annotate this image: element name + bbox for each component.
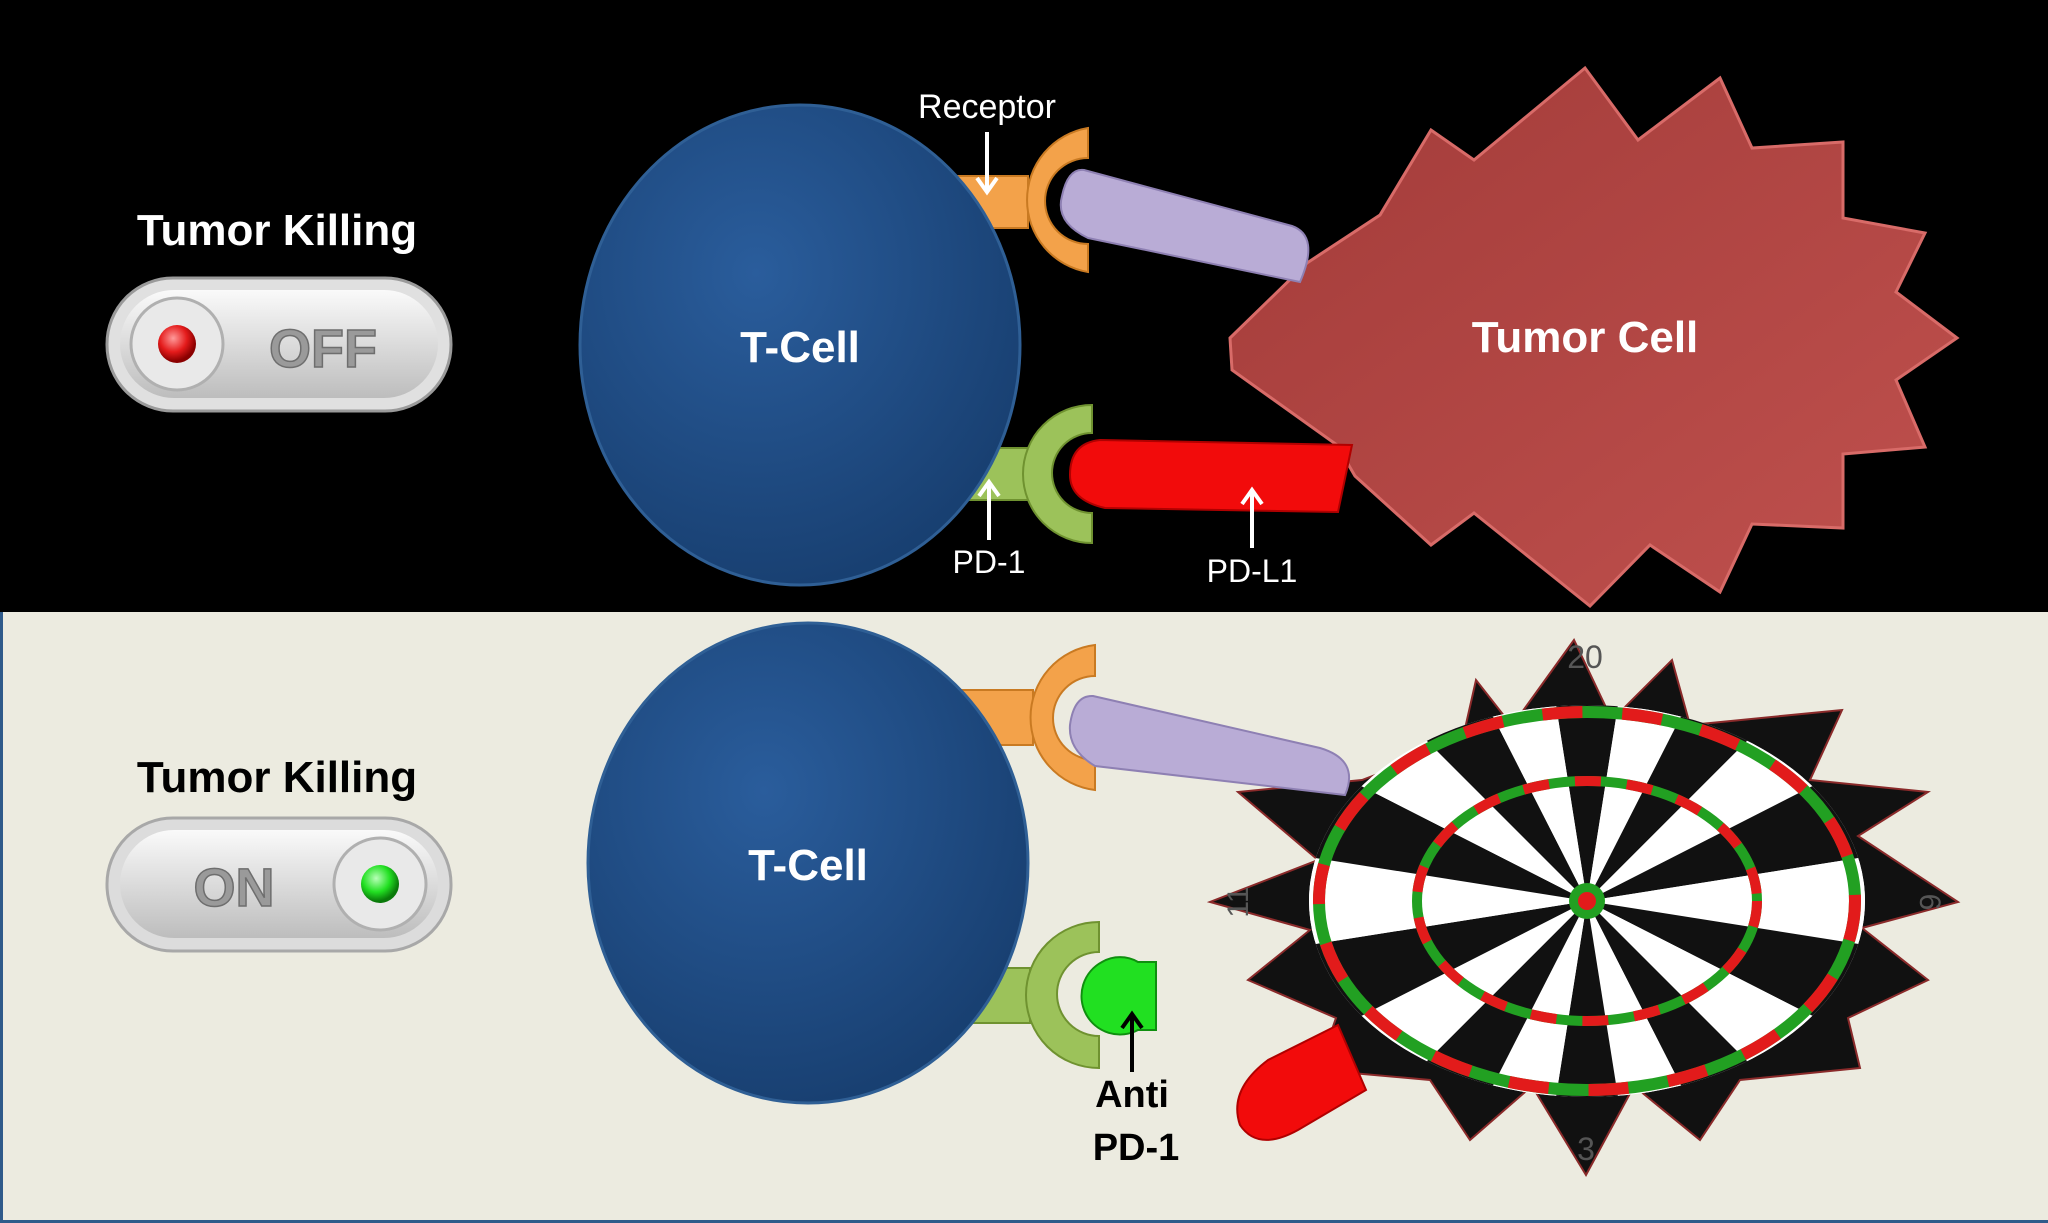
bottom-t-cell-label: T-Cell <box>748 841 868 890</box>
top-status-title: Tumor Killing <box>137 206 417 255</box>
pdl1-label: PD-L1 <box>1207 553 1298 589</box>
bottom-status-title: Tumor Killing <box>137 753 417 802</box>
dartboard-wedge <box>1587 705 1724 901</box>
purple-ligand <box>1059 168 1310 284</box>
bottom-t-cell <box>586 621 1030 1105</box>
anti-pd1-arrow-icon <box>1120 1010 1144 1072</box>
dartboard-wedge <box>1540 705 1634 901</box>
top-t-cell <box>578 103 1022 587</box>
dartboard-wedge <box>1374 705 1587 901</box>
pd1-label: PD-1 <box>953 544 1026 580</box>
bottom-panel: Tumor Killing ON 20 6 3 11 <box>105 621 1961 1178</box>
dartboard-wedge <box>1587 901 1800 1097</box>
anti-pd1-antibody <box>1080 956 1157 1036</box>
pdl1-arrow-icon <box>1240 486 1264 548</box>
displaced-pdl1-ligand <box>1236 1023 1368 1141</box>
receptor-label: Receptor <box>918 88 1056 126</box>
dartboard-wedge <box>1587 901 1724 1097</box>
dartboard-number-left: 11 <box>1222 886 1255 917</box>
dartboard-wedge <box>1309 854 1587 948</box>
dartboard-number-right: 6 <box>1913 894 1946 911</box>
dartboard-wedge <box>1540 901 1634 1097</box>
dartboard-wedge <box>1587 705 1800 901</box>
tumor-cell-shape <box>1228 65 1960 609</box>
dartboard-wedge <box>1374 901 1587 1097</box>
dartboard-number-top: 20 <box>1567 639 1603 675</box>
top-panel: Tumor Killing OFF T-Cell Tumor C <box>105 65 1960 609</box>
dartboard-number-bottom: 3 <box>1577 1131 1595 1167</box>
bottom-switch-label: ON <box>194 858 275 918</box>
receptor-arrow-icon <box>975 132 999 196</box>
dartboard-wedge <box>1450 705 1587 901</box>
anti-pd1-label-line1: Anti <box>1095 1074 1169 1116</box>
bottom-toggle-switch[interactable]: ON <box>105 816 453 953</box>
anti-pd1-label-line2: PD-1 <box>1093 1127 1180 1169</box>
top-toggle-switch[interactable]: OFF <box>105 276 453 413</box>
top-t-cell-label: T-Cell <box>740 323 860 372</box>
top-switch-label: OFF <box>269 319 377 379</box>
pdl1-ligand <box>1068 438 1354 514</box>
tumor-cell-label: Tumor Cell <box>1472 313 1699 362</box>
dartboard-wedge <box>1587 854 1865 948</box>
pd1-arrow-icon <box>977 478 1001 540</box>
bottom-purple-ligand <box>1068 694 1350 797</box>
dartboard-wedge <box>1450 901 1587 1097</box>
